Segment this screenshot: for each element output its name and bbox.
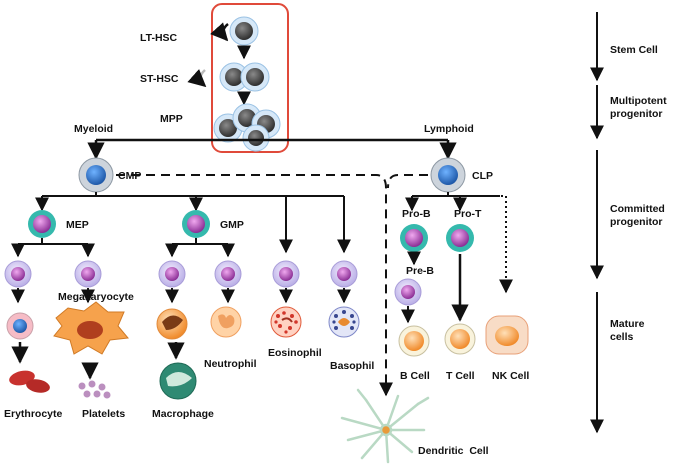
megakaryocyte-label: Megakaryocyte: [58, 291, 134, 303]
macrophage-cell: [159, 362, 197, 400]
basophil-label: Basophil: [330, 360, 375, 372]
b-cell-label: B Cell: [400, 370, 430, 382]
lymphoid-label: Lymphoid: [424, 123, 474, 135]
dendritic-cell-label: Dendritic Cell: [418, 445, 489, 457]
erythrocytes: [9, 370, 50, 393]
lt-hsc-label: LT-HSC: [140, 32, 178, 44]
mep-cell: [28, 210, 56, 238]
erythroblast-cell: [6, 312, 34, 340]
dashed-clp-to-dendritic: [387, 174, 428, 189]
cmp-label: CMP: [118, 170, 142, 182]
gmp-label: GMP: [220, 219, 244, 231]
nk-cell: [485, 315, 529, 355]
platelets-label: Platelets: [82, 408, 126, 420]
macrophage-label: Macrophage: [152, 408, 214, 420]
stage-committed: Committed progenitor: [610, 203, 665, 229]
limited-renewal-arrow: [187, 68, 207, 88]
t-cell-label: T Cell: [446, 370, 475, 382]
dashed-cmp-to-dendritic: [116, 174, 393, 397]
st-hsc-label: ST-HSC: [140, 73, 179, 85]
stage-mature: Mature cells: [610, 318, 645, 344]
clp-label: CLP: [472, 170, 493, 182]
dotted-to-nk: [466, 195, 513, 294]
cmp-cell: [78, 157, 114, 193]
gmp-cell: [182, 210, 210, 238]
monocyte-cell: [156, 308, 188, 340]
neutrophil-cell: [210, 306, 242, 338]
erythrocyte-label: Erythrocyte: [4, 408, 63, 420]
platelets: [78, 380, 111, 399]
nk-cell-label: NK Cell: [492, 370, 530, 382]
neutrophil-label: Neutrophil: [204, 358, 257, 370]
self-renewal-arrow: [209, 22, 229, 42]
stage-stem-cell: Stem Cell: [610, 44, 658, 56]
pro-t-cell: [446, 224, 474, 252]
precursor-cells: [4, 260, 358, 288]
pro-t-label: Pro-T: [454, 208, 482, 220]
clp-cell: [430, 157, 466, 193]
lt-hsc-cell: [229, 16, 259, 46]
st-hsc-cells: [219, 62, 270, 92]
b-cell: [398, 325, 430, 357]
megakaryocyte-cell: [53, 301, 129, 355]
pro-b-cell: [400, 224, 428, 252]
hsc-highlight-box: [211, 3, 289, 153]
eosinophil-cell: [270, 306, 302, 338]
mpp-label: MPP: [160, 113, 183, 125]
basophil-cell: [328, 306, 360, 338]
stage-multipotent: Multipotent progenitor: [610, 95, 667, 121]
dendritic-cell: [340, 388, 430, 464]
pre-b-cell: [394, 278, 422, 306]
pro-b-label: Pro-B: [402, 208, 431, 220]
eosinophil-label: Eosinophil: [268, 347, 322, 359]
myeloid-label: Myeloid: [74, 123, 114, 135]
mpp-cells: [213, 103, 281, 152]
t-cell: [444, 323, 476, 355]
pre-b-label: Pre-B: [406, 265, 435, 277]
mep-label: MEP: [66, 219, 89, 231]
